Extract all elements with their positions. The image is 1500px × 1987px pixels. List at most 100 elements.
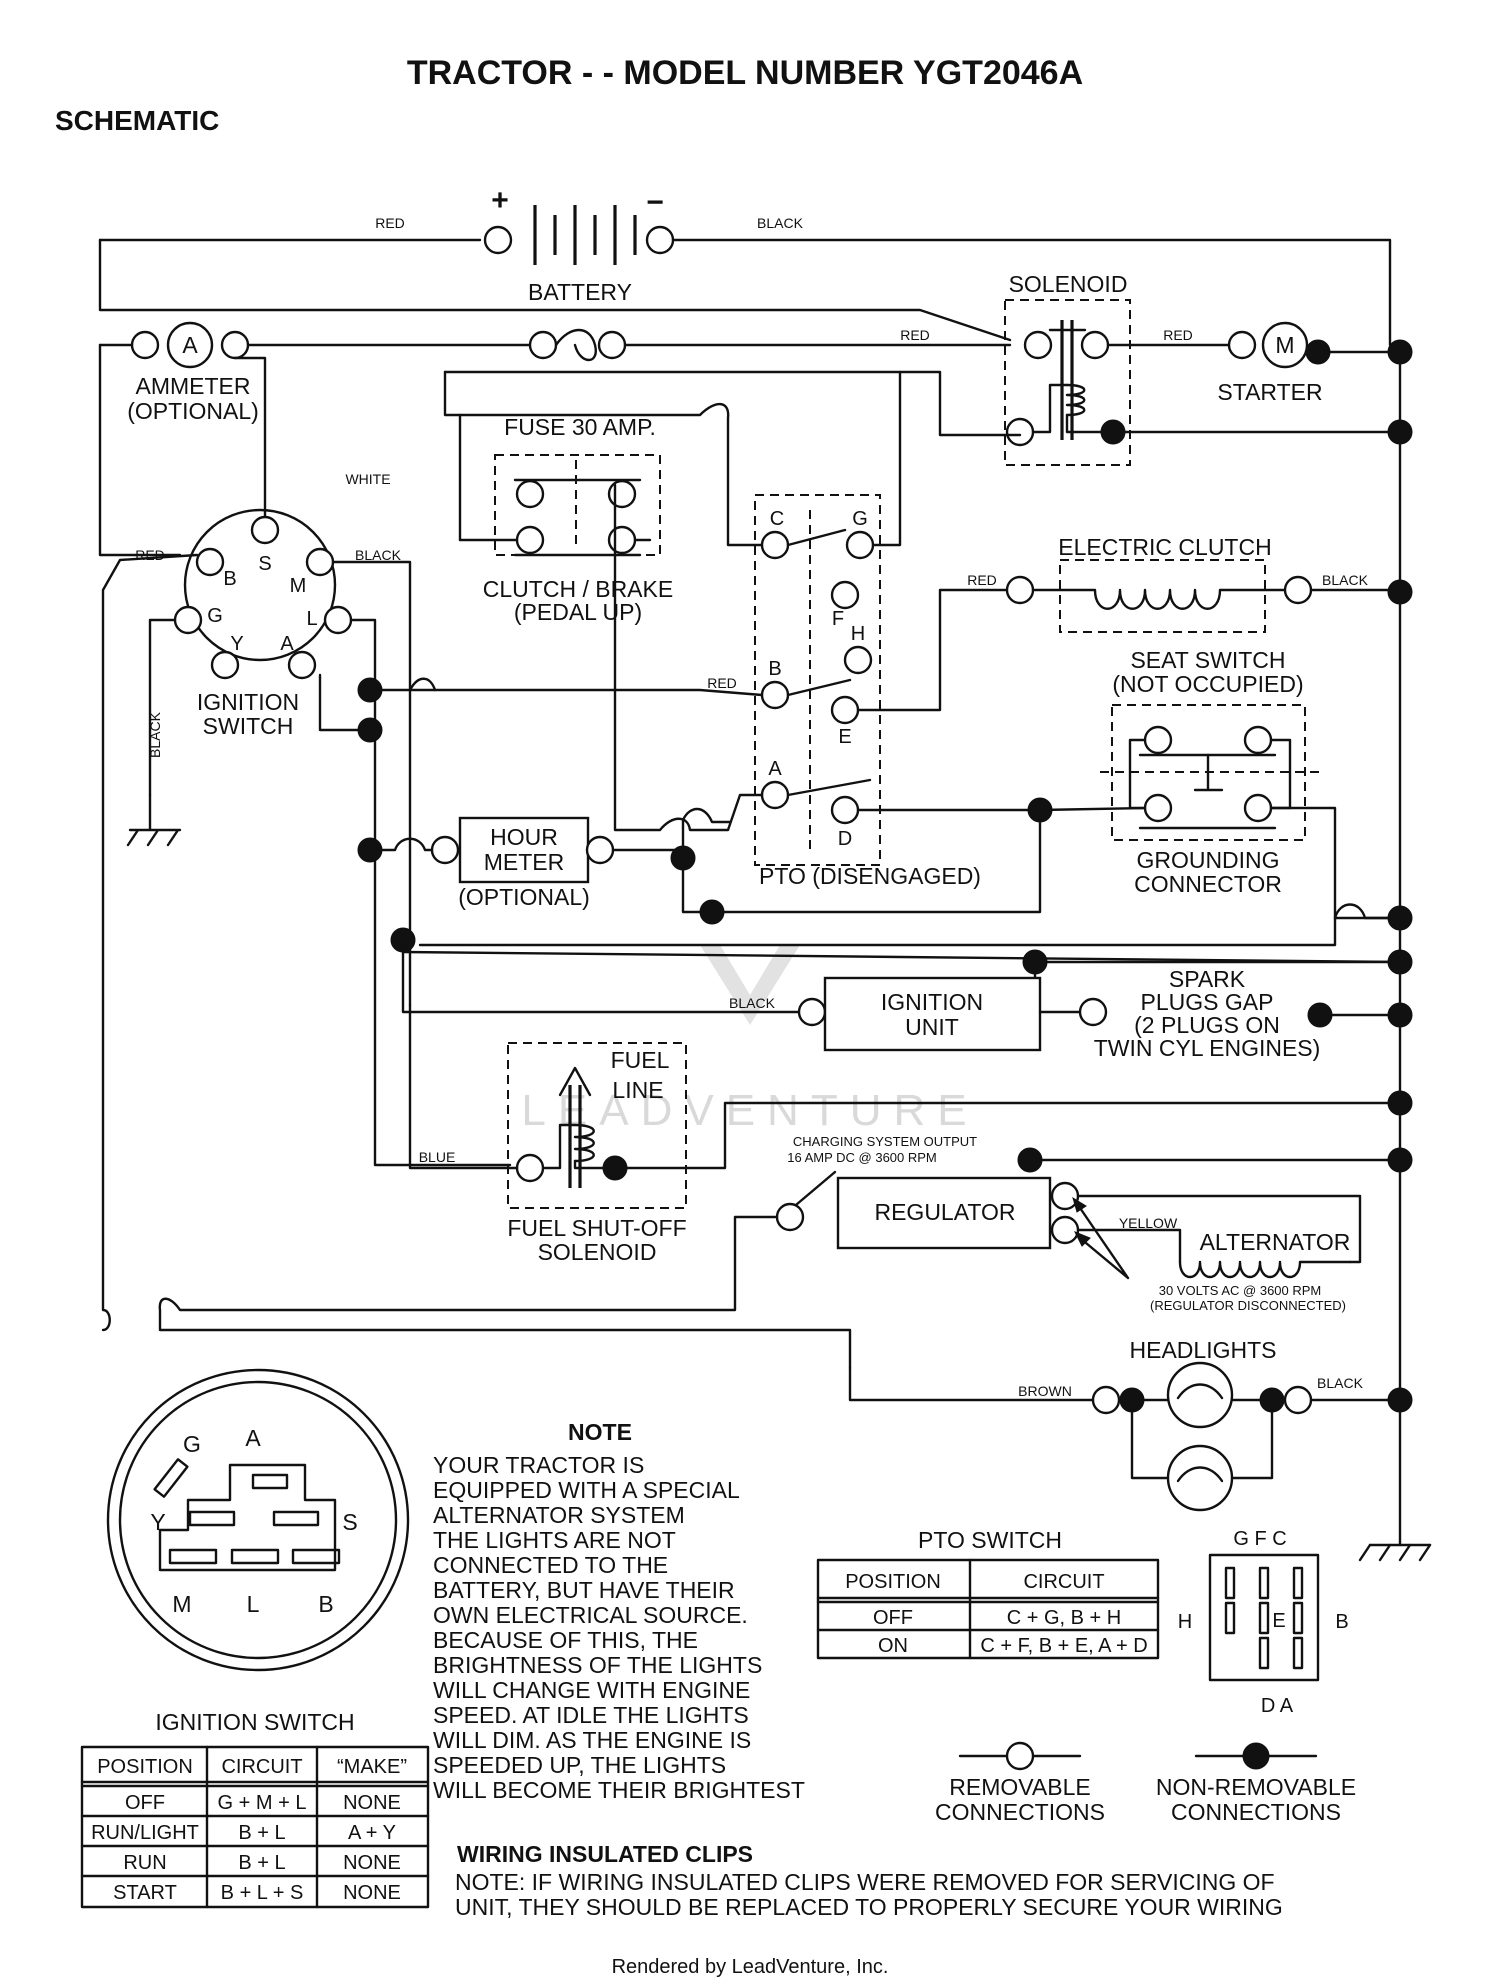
ignition-table-cell: OFF: [125, 1792, 165, 1814]
wire-label-black-headlights: BLACK: [1317, 1375, 1364, 1391]
pto-terminal-g: G: [852, 508, 868, 530]
note-line: BECAUSE OF THIS, THE: [433, 1627, 698, 1653]
starter: M STARTER: [1217, 321, 1402, 405]
pto-terminal-d: D: [838, 828, 852, 850]
alternator-label: ALTERNATOR: [1200, 1229, 1351, 1255]
ignition-table-cell: B + L + S: [221, 1882, 304, 1904]
connection-legend: REMOVABLE CONNECTIONS NON-REMOVABLE CONN…: [935, 1741, 1356, 1825]
note-line: WILL DIM. AS THE ENGINE IS: [433, 1727, 751, 1753]
wiring-clips-note: WIRING INSULATED CLIPS NOTE: IF WIRING I…: [455, 1841, 1283, 1920]
hour-meter-optional-label: (OPTIONAL): [458, 884, 590, 910]
starter-symbol: M: [1275, 332, 1294, 358]
wire-label-yellow: YELLOW: [1119, 1215, 1178, 1231]
solenoid: SOLENOID RED: [1004, 271, 1402, 466]
ignition-terminal-l: L: [306, 608, 317, 630]
ignition-switch-table: IGNITION SWITCH POSITION CIRCUIT “MAKE” …: [80, 1709, 430, 1909]
ignition-unit-label-1: IGNITION: [881, 989, 983, 1015]
note-line: OWN ELECTRICAL SOURCE.: [433, 1602, 748, 1628]
ignition-table-header-make: “MAKE”: [337, 1756, 407, 1778]
pto-table-header-circuit: CIRCUIT: [1023, 1571, 1104, 1593]
legend-removable-1: REMOVABLE: [949, 1774, 1090, 1800]
ignition-unit-label-2: UNIT: [905, 1014, 959, 1040]
spark-plugs-label-3: (2 PLUGS ON: [1134, 1012, 1280, 1038]
note-line: SPEED. AT IDLE THE LIGHTS: [433, 1702, 749, 1728]
hour-meter-label-1: HOUR: [490, 824, 558, 850]
lighting-note: NOTE YOUR TRACTOR IS EQUIPPED WITH A SPE…: [433, 1419, 805, 1803]
ignition-terminal-b: B: [223, 568, 236, 590]
legend-non-removable-1: NON-REMOVABLE: [1156, 1774, 1356, 1800]
pto-table-cell: C + G, B + H: [1007, 1607, 1121, 1629]
hour-meter: HOUR METER (OPTIONAL): [357, 677, 1042, 925]
pto-table-cell: C + F, B + E, A + D: [980, 1635, 1147, 1657]
battery-plus-label: +: [491, 184, 509, 217]
key-terminal-b: B: [318, 1591, 333, 1617]
note-line: THE LIGHTS ARE NOT: [433, 1527, 676, 1553]
ignition-table-cell: RUN: [123, 1852, 166, 1874]
key-terminal-g: G: [183, 1431, 201, 1457]
pto-terminal-c: C: [770, 508, 784, 530]
ignition-table-cell: NONE: [343, 1792, 401, 1814]
wire-label-red-clutch: RED: [967, 572, 997, 588]
ignition-table-cell: RUN/LIGHT: [91, 1822, 199, 1844]
wire-label-black-clutch: BLACK: [1322, 572, 1369, 588]
fuel-line-label-2: LINE: [612, 1077, 663, 1103]
note-title: NOTE: [568, 1419, 632, 1445]
solenoid-label: SOLENOID: [1009, 271, 1128, 297]
pto-terminal-b: B: [768, 658, 781, 680]
note-line: YOUR TRACTOR IS: [433, 1452, 644, 1478]
note-line: BATTERY, BUT HAVE THEIR: [433, 1577, 735, 1603]
ignition-key-diagram: A G Y S M L B: [106, 1368, 410, 1672]
ignition-table-cell: G + M + L: [218, 1792, 307, 1814]
seat-switch-label-1: SEAT SWITCH: [1130, 647, 1285, 673]
charging-output-label-1: CHARGING SYSTEM OUTPUT: [793, 1134, 977, 1149]
ignition-switch-label-1: IGNITION: [197, 689, 299, 715]
clips-line: UNIT, THEY SHOULD BE REPLACED TO PROPERL…: [455, 1894, 1283, 1920]
ignition-table-cell: A + Y: [348, 1822, 396, 1844]
spark-plugs-label-2: PLUGS GAP: [1141, 989, 1274, 1015]
fuse-label: FUSE 30 AMP.: [504, 414, 656, 440]
pto-switch-table: PTO SWITCH POSITION CIRCUIT OFF C + G, B…: [816, 1527, 1160, 1660]
wire-label-red-top: RED: [375, 215, 405, 231]
pto-terminal-f: F: [832, 608, 844, 630]
starter-label: STARTER: [1217, 379, 1322, 405]
headlights: HEADLIGHTS BROWN BLACK: [848, 1337, 1402, 1512]
footer-credit: Rendered by LeadVenture, Inc.: [612, 1956, 889, 1978]
grounding-connector-label-1: GROUNDING: [1136, 847, 1279, 873]
ignition-terminal-g: G: [207, 605, 223, 627]
pto-connector-diagram: G F C E H B D A: [1178, 1528, 1349, 1717]
headlights-label: HEADLIGHTS: [1130, 1337, 1277, 1363]
key-terminal-s: S: [342, 1509, 357, 1535]
wire-label-black-ign: BLACK: [355, 547, 402, 563]
ammeter-symbol: A: [182, 332, 198, 358]
pto-connector-right-label: B: [1335, 1611, 1348, 1633]
alternator-note-label-1: 30 VOLTS AC @ 3600 RPM: [1159, 1283, 1322, 1298]
wire-label-brown: BROWN: [1018, 1383, 1072, 1399]
seat-switch-label-2: (NOT OCCUPIED): [1112, 671, 1303, 697]
charging-output-label-2: 16 AMP DC @ 3600 RPM: [787, 1150, 937, 1165]
regulator-label: REGULATOR: [874, 1199, 1015, 1225]
clips-line: NOTE: IF WIRING INSULATED CLIPS WERE REM…: [455, 1869, 1275, 1895]
ignition-switch-label-2: SWITCH: [203, 713, 294, 739]
regulator-alternator: CHARGING SYSTEM OUTPUT 16 AMP DC @ 3600 …: [158, 1134, 1402, 1370]
clips-title: WIRING INSULATED CLIPS: [457, 1841, 753, 1867]
key-terminal-a: A: [245, 1425, 261, 1451]
seat-switch: SEAT SWITCH (NOT OCCUPIED) GROUNDING CON…: [418, 647, 1337, 947]
wire-label-red-pto: RED: [707, 675, 737, 691]
key-terminal-y: Y: [150, 1509, 165, 1535]
ignition-table-cell: NONE: [343, 1882, 401, 1904]
ignition-table-header-position: POSITION: [97, 1756, 193, 1778]
spark-plugs-label-1: SPARK: [1169, 966, 1246, 992]
ignition-table-header-circuit: CIRCUIT: [221, 1756, 302, 1778]
clutch-brake-label-1: CLUTCH / BRAKE: [483, 576, 673, 602]
grounding-connector-label-2: CONNECTOR: [1134, 871, 1282, 897]
ammeter-label-1: AMMETER: [136, 373, 251, 399]
fuel-solenoid-label-2: SOLENOID: [538, 1239, 657, 1265]
pto-connector-top-labels: G F C: [1233, 1528, 1286, 1550]
bus-lines: [390, 903, 1402, 1014]
pto-connector-left-label: H: [1178, 1611, 1192, 1633]
key-terminal-m: M: [172, 1591, 191, 1617]
wire-label-black-top: BLACK: [757, 215, 804, 231]
pto-table-title: PTO SWITCH: [918, 1527, 1062, 1553]
pto-table-cell: OFF: [873, 1607, 913, 1629]
